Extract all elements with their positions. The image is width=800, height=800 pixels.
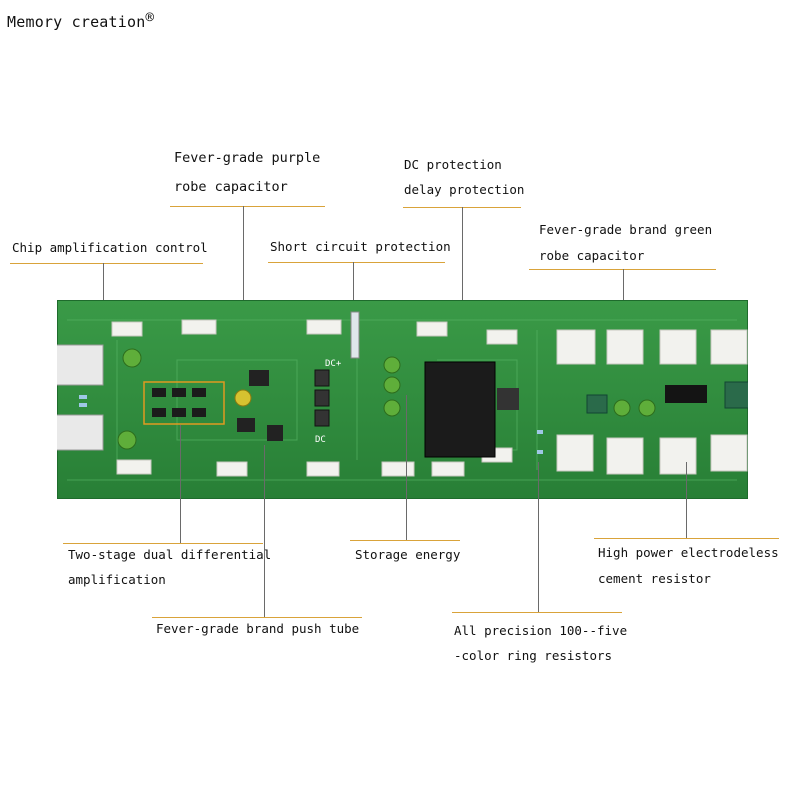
dc-marking: DC (315, 435, 326, 445)
leader-line (406, 395, 407, 540)
amplifier-board: DC+ DC (57, 300, 748, 499)
callout-dc-protection-line1: DC protection (404, 157, 502, 172)
leader-line (538, 462, 539, 612)
callout-cement-resistor-line1: High power electrodeless (598, 545, 779, 560)
callout-dc-protection-line2: delay protection (404, 182, 525, 197)
callout-cement-resistor-line2: cement resistor (598, 571, 711, 586)
callout-rule (529, 269, 716, 270)
callout-precision-resistors-line1: All precision 100--five (454, 623, 628, 638)
callout-two-stage-line2: amplification (68, 572, 166, 587)
callout-green-capacitor-line2: robe capacitor (539, 248, 645, 263)
callout-rule (350, 540, 460, 541)
callout-rule (452, 612, 622, 613)
callout-push-tube: Fever-grade brand push tube (156, 621, 360, 636)
callout-rule (63, 543, 263, 544)
callout-purple-capacitor-line1: Fever-grade purple (174, 150, 321, 166)
callout-purple-capacitor-line2: robe capacitor (174, 179, 288, 195)
leader-line (264, 445, 265, 617)
callout-short-circuit: Short circuit protection (270, 239, 451, 254)
callout-precision-resistors-line2: -color ring resistors (454, 648, 613, 663)
leader-line (462, 207, 463, 377)
callout-rule (268, 262, 445, 263)
brand-title: Memory creation® (7, 10, 154, 31)
dc-plus-marking: DC+ (325, 359, 342, 369)
callout-rule (10, 263, 203, 264)
callout-rule (152, 617, 362, 618)
callout-two-stage-line1: Two-stage dual differential (68, 547, 272, 562)
callout-rule (170, 206, 325, 207)
registered-mark: ® (145, 10, 155, 26)
callout-storage-energy: Storage energy (355, 547, 461, 562)
callout-green-capacitor-line1: Fever-grade brand green (539, 222, 713, 237)
leader-line (686, 462, 687, 538)
callout-rule (594, 538, 779, 539)
callout-chip-control: Chip amplification control (12, 240, 208, 255)
brand-name: Memory creation (7, 13, 146, 31)
leader-line (180, 425, 181, 543)
